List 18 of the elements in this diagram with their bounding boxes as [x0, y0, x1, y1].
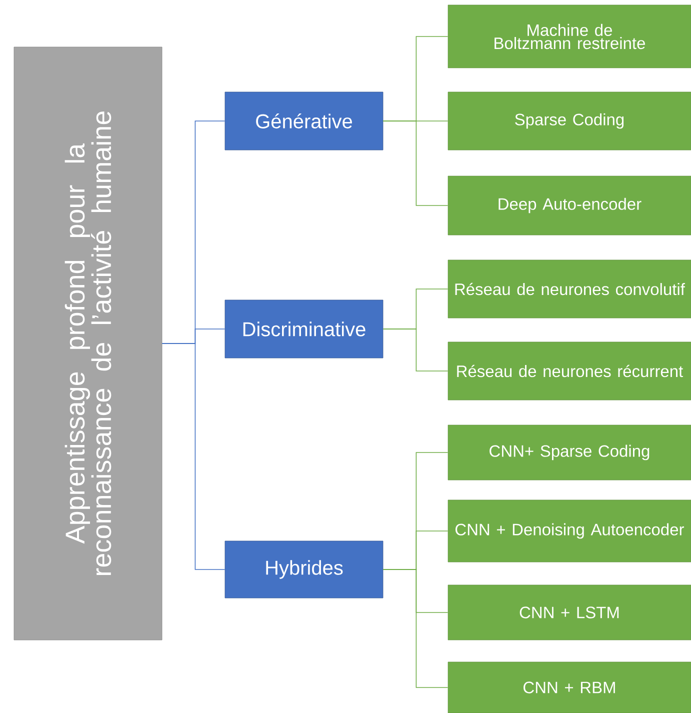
method-box: CNN+ Sparse Coding	[448, 424, 691, 480]
root-label: Apprentissage profond pour la reconnaissance de l’activité humaine	[64, 112, 112, 576]
method-box: CNN + Denoising Autoencoder	[448, 500, 691, 562]
connector	[382, 120, 448, 206]
method-box: Sparse Coding	[448, 92, 691, 150]
method-box: Réseau de neurones récurrent	[448, 342, 691, 400]
connector	[162, 343, 226, 570]
method-box: Machine de Boltzmann restreinte	[448, 4, 691, 68]
method-box: CNN + RBM	[448, 662, 691, 713]
connector	[382, 328, 448, 372]
category-box: Générative	[224, 92, 384, 150]
root-box	[14, 46, 162, 640]
method-box: CNN + LSTM	[448, 584, 691, 640]
category-box: Hybrides	[224, 540, 384, 598]
method-box: Réseau de neurones convolutif	[448, 260, 691, 318]
connector	[382, 569, 448, 688]
category-box: Discriminative	[224, 300, 384, 358]
method-box: Deep Auto-encoder	[448, 176, 691, 236]
